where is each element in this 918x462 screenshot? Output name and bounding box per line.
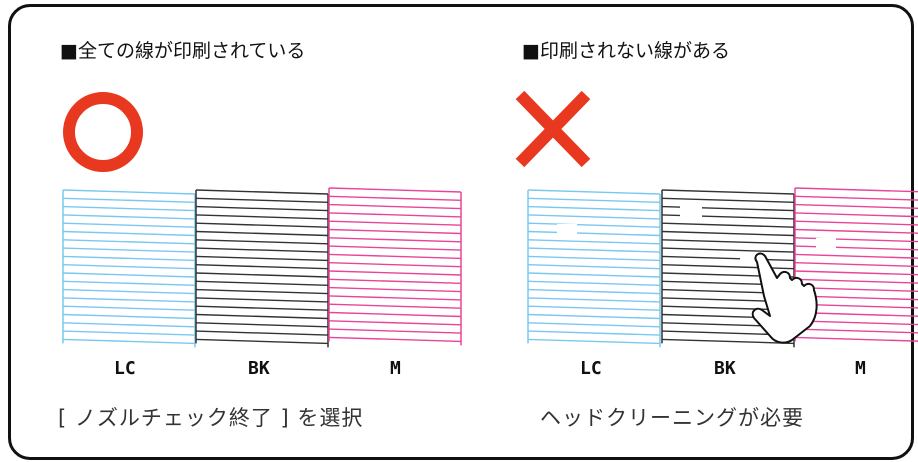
right-heading: ■印刷されない線がある bbox=[522, 40, 730, 62]
left-caption: [ ノズルチェック終了 ] を選択 bbox=[58, 406, 364, 430]
right-m-block bbox=[794, 187, 918, 342]
right-caption: ヘッドクリーニングが必要 bbox=[540, 406, 804, 430]
right-lc-block bbox=[527, 189, 661, 348]
left-label-lc: LC bbox=[114, 358, 136, 379]
left-bk-block bbox=[195, 189, 329, 348]
left-nozzle-pattern bbox=[62, 187, 462, 348]
right-label-lc: LC bbox=[580, 358, 602, 379]
right-label-m: M bbox=[855, 358, 866, 379]
circle-ok-icon bbox=[63, 92, 143, 172]
cross-ng-icon bbox=[515, 90, 591, 168]
left-label-m: M bbox=[390, 358, 401, 379]
left-heading: ■全ての線が印刷されている bbox=[60, 40, 306, 62]
right-nozzle-pattern bbox=[527, 187, 918, 348]
right-label-bk: BK bbox=[714, 358, 736, 379]
left-m-block bbox=[328, 187, 462, 346]
hand-pointer-icon bbox=[751, 252, 818, 344]
left-lc-block bbox=[62, 189, 196, 348]
left-label-bk: BK bbox=[248, 358, 270, 379]
